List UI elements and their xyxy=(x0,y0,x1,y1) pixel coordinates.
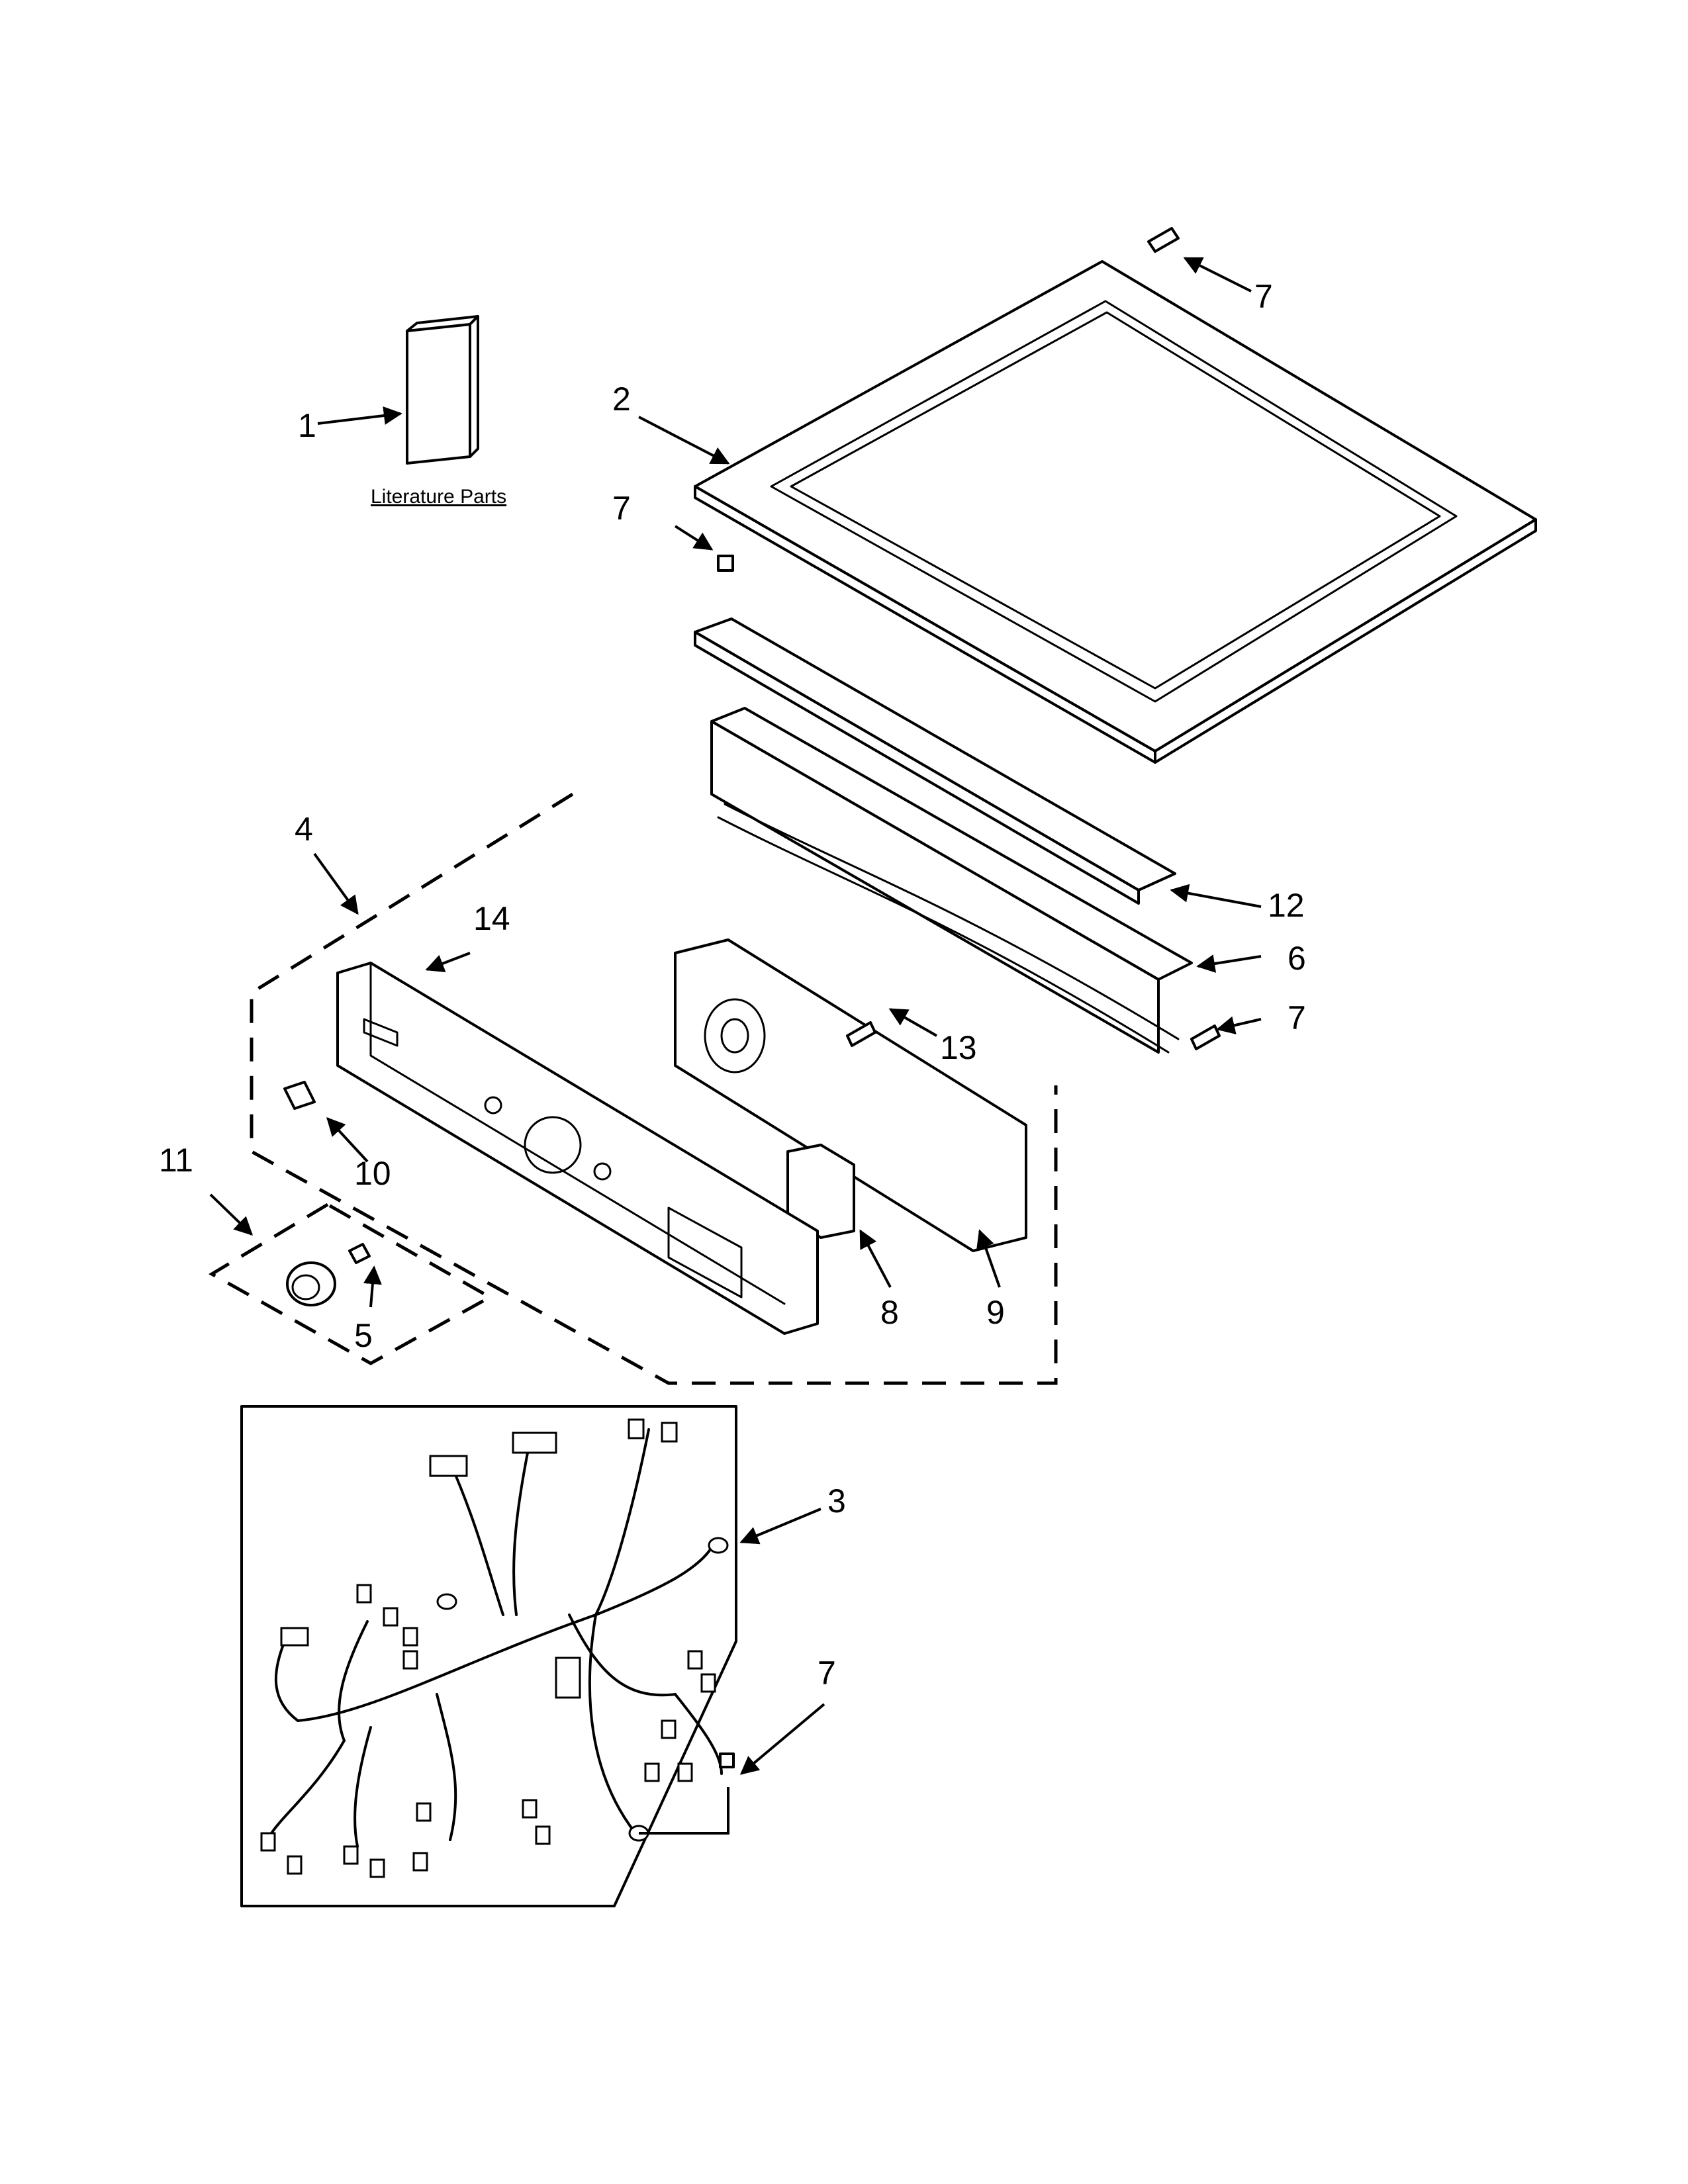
callout-3: 3 xyxy=(827,1482,846,1520)
callout-11: 11 xyxy=(159,1142,193,1179)
button xyxy=(283,1081,316,1110)
callout-2: 2 xyxy=(612,381,631,418)
top-panel xyxy=(694,260,1537,764)
assembly-outline xyxy=(250,792,1058,1385)
wiring-harness xyxy=(240,1405,737,1907)
screws xyxy=(717,227,1221,1768)
knob xyxy=(286,1243,371,1306)
knob-assembly-outline xyxy=(209,1203,494,1365)
callout-7-bottom: 7 xyxy=(818,1655,836,1692)
console-panel xyxy=(336,962,819,1335)
callout-14: 14 xyxy=(473,900,510,937)
callout-1: 1 xyxy=(298,407,316,444)
callout-7-right: 7 xyxy=(1288,999,1306,1036)
literature-parts-label: Literature Parts xyxy=(371,486,506,508)
callout-6: 6 xyxy=(1288,940,1306,977)
callout-13: 13 xyxy=(940,1029,977,1066)
harness-screw-leader xyxy=(639,1787,729,1835)
callout-8: 8 xyxy=(880,1294,899,1331)
top-bracket xyxy=(694,617,1176,905)
callout-4: 4 xyxy=(295,811,313,848)
callout-5: 5 xyxy=(354,1317,373,1354)
leader-lines xyxy=(209,257,1262,1775)
console-support xyxy=(710,707,1193,1054)
callout-7-top-left: 7 xyxy=(612,490,631,527)
callout-9: 9 xyxy=(986,1294,1005,1331)
callout-10: 10 xyxy=(354,1155,391,1192)
callout-12: 12 xyxy=(1268,887,1305,924)
callout-7-top-right: 7 xyxy=(1254,278,1273,315)
control-board xyxy=(674,938,1027,1252)
literature-parts-booklet xyxy=(406,315,479,465)
